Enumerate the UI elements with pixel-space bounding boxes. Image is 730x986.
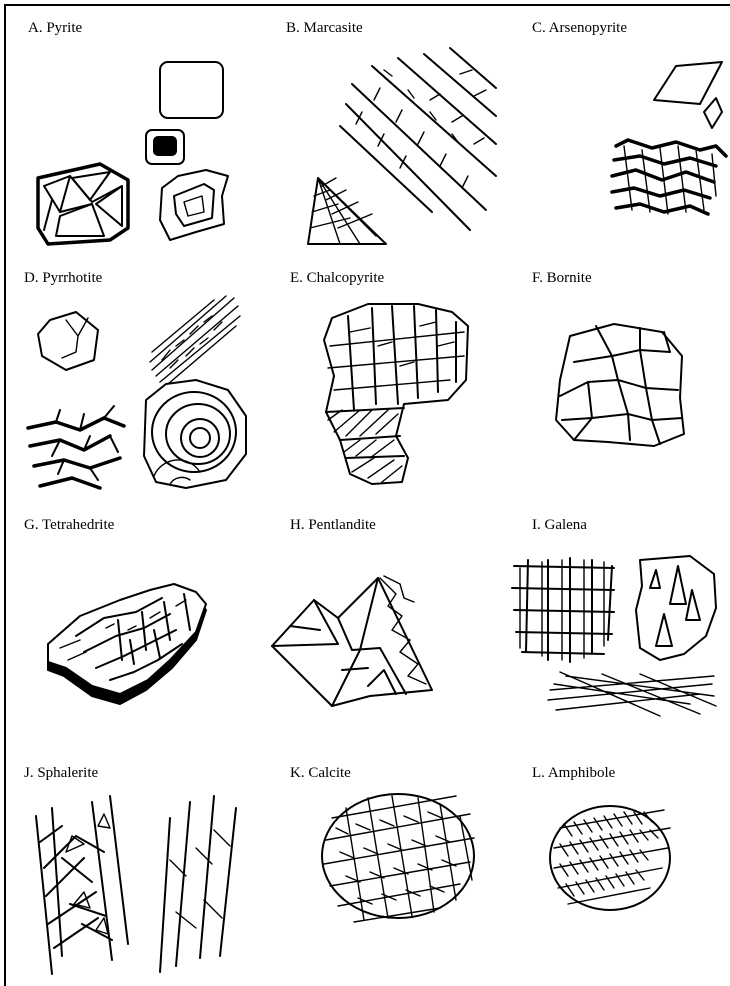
- marcasite-drawing: [308, 48, 496, 244]
- pyrrhotite-drawing: [28, 296, 246, 488]
- pyrite-drawing: [38, 62, 228, 244]
- pentlandite-drawing: [272, 576, 432, 706]
- tetrahedrite-drawing: [48, 584, 206, 704]
- bornite-drawing: [556, 324, 684, 446]
- galena-drawing: [512, 556, 716, 716]
- chalcopyrite-drawing: [324, 304, 468, 484]
- calcite-drawing: [322, 794, 474, 922]
- sphalerite-drawing: [36, 796, 236, 974]
- amphibole-drawing: [550, 806, 670, 910]
- arsenopyrite-drawing: [612, 62, 726, 214]
